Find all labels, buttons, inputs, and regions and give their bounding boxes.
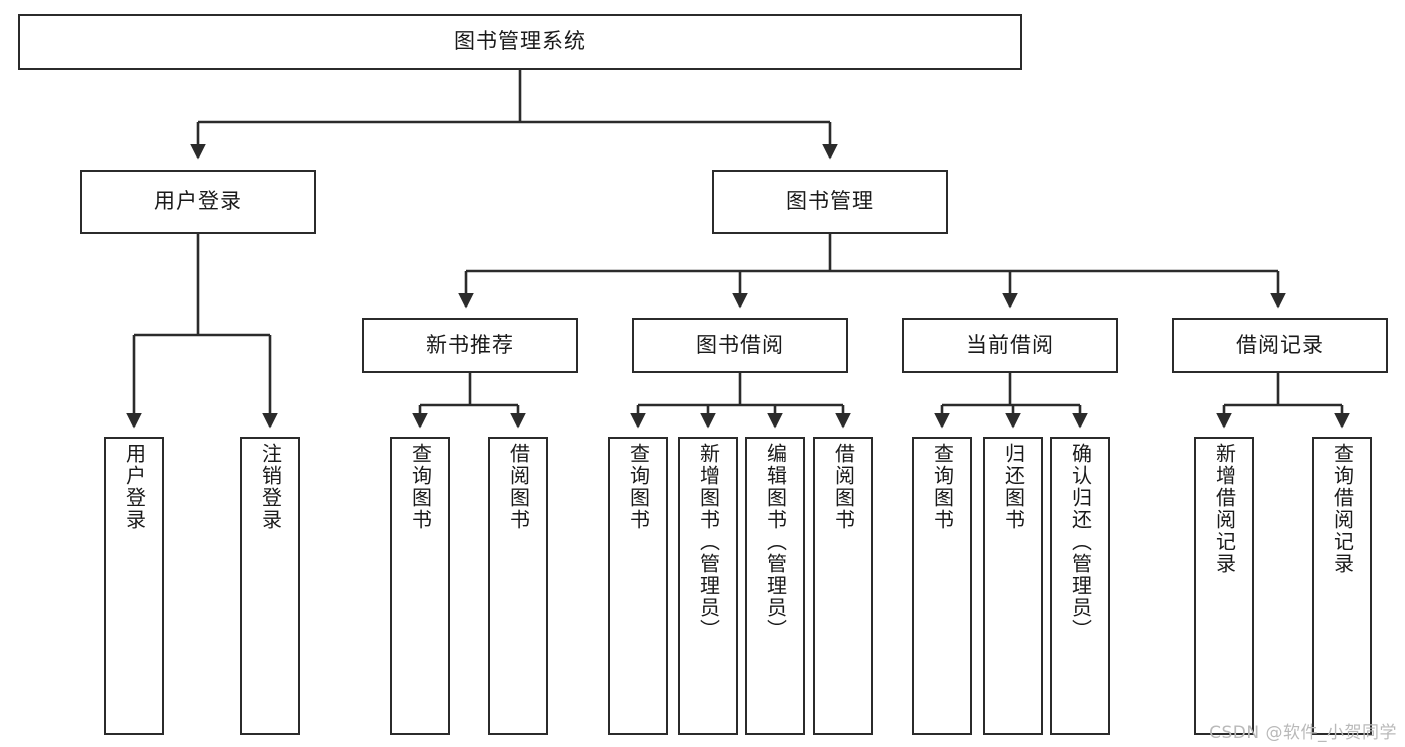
node-label: 当前借阅: [966, 332, 1054, 357]
node-label: 归还图书: [1001, 443, 1026, 531]
node-label: 查询图书: [408, 443, 433, 531]
leaf-borrow-add-book-admin[interactable]: 新增图书（管理员）: [678, 437, 738, 735]
node-label: 图书管理: [786, 189, 874, 214]
leaf-borrow-edit-book-admin[interactable]: 编辑图书（管理员）: [745, 437, 805, 735]
leaf-user-logout[interactable]: 注销登录: [240, 437, 300, 735]
leaf-rec-borrow-book[interactable]: 借阅图书: [488, 437, 548, 735]
leaf-current-query-book[interactable]: 查询图书: [912, 437, 972, 735]
node-label: 新书推荐: [426, 332, 514, 357]
node-new-book-recommendation[interactable]: 新书推荐: [362, 318, 578, 373]
leaf-record-add-borrow-record[interactable]: 新增借阅记录: [1194, 437, 1254, 735]
watermark: CSDN @软件_小贺同学: [1209, 723, 1397, 743]
node-label: 查询图书: [930, 443, 955, 531]
node-label: 借阅图书: [831, 443, 856, 531]
leaf-user-login[interactable]: 用户登录: [104, 437, 164, 735]
node-label: 新增借阅记录: [1212, 443, 1237, 575]
leaf-current-confirm-return-admin[interactable]: 确认归还（管理员）: [1050, 437, 1110, 735]
leaf-current-return-book[interactable]: 归还图书: [983, 437, 1043, 735]
leaf-borrow-query-book[interactable]: 查询图书: [608, 437, 668, 735]
leaf-borrow-borrow-book[interactable]: 借阅图书: [813, 437, 873, 735]
node-label: 查询借阅记录: [1330, 443, 1355, 575]
node-label: 用户登录: [122, 443, 147, 531]
node-label: 新增图书（管理员）: [696, 443, 721, 641]
node-book-borrowing[interactable]: 图书借阅: [632, 318, 848, 373]
node-label: 用户登录: [154, 189, 242, 214]
node-current-borrowing[interactable]: 当前借阅: [902, 318, 1118, 373]
node-borrowing-record[interactable]: 借阅记录: [1172, 318, 1388, 373]
node-book-management[interactable]: 图书管理: [712, 170, 948, 234]
node-label: 编辑图书（管理员）: [763, 443, 788, 641]
node-label: 借阅图书: [506, 443, 531, 531]
leaf-record-query-borrow-record[interactable]: 查询借阅记录: [1312, 437, 1372, 735]
node-label: 图书借阅: [696, 332, 784, 357]
node-label: 查询图书: [626, 443, 651, 531]
node-user-login[interactable]: 用户登录: [80, 170, 316, 234]
node-label: 图书管理系统: [454, 29, 586, 54]
node-label: 注销登录: [258, 443, 283, 531]
node-label: 借阅记录: [1236, 332, 1324, 357]
node-root-system[interactable]: 图书管理系统: [18, 14, 1022, 70]
leaf-rec-query-book[interactable]: 查询图书: [390, 437, 450, 735]
node-label: 确认归还（管理员）: [1068, 443, 1093, 641]
